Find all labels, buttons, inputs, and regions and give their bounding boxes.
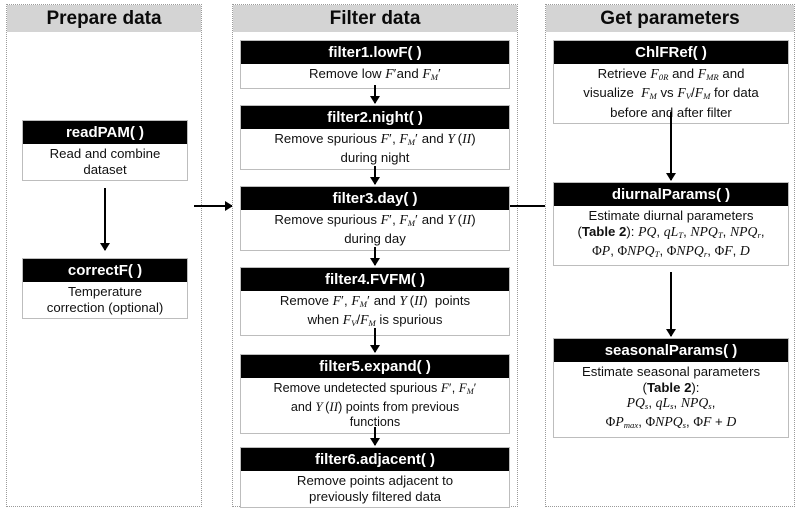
- function-title-filter6: filter6.adjacent( ): [241, 448, 509, 471]
- arrow-readpam-to-correctf: [104, 188, 106, 250]
- column-header-get-parameters: Get parameters: [546, 5, 794, 32]
- arrow-diurnalparams-to-seasonalparams: [670, 272, 672, 336]
- function-box-correctf[interactable]: correctF( ) Temperature correction (opti…: [22, 258, 188, 319]
- function-box-filter6[interactable]: filter6.adjacent( ) Remove points adjace…: [240, 447, 510, 508]
- function-title-diurnalparams: diurnalParams( ): [554, 183, 788, 206]
- arrow-filter3-to-filter4: [374, 247, 376, 265]
- arrow-chlfref-to-diurnalparams: [670, 112, 672, 180]
- arrow-filter1-to-filter2: [374, 85, 376, 103]
- function-box-filter4[interactable]: filter4.FVFM( ) Remove F′, FM′ and Y (II…: [240, 267, 510, 336]
- function-box-diurnalparams[interactable]: diurnalParams( ) Estimate diurnal parame…: [553, 182, 789, 267]
- column-header-filter-data: Filter data: [233, 5, 517, 32]
- function-box-filter3[interactable]: filter3.day( ) Remove spurious F′, FM′ a…: [240, 186, 510, 251]
- function-box-filter1[interactable]: filter1.lowF( ) Remove low F′and FM′: [240, 40, 510, 90]
- function-box-seasonalparams[interactable]: seasonalParams( ) Estimate seasonal para…: [553, 338, 789, 438]
- function-box-filter2[interactable]: filter2.night( ) Remove spurious F′, FM′…: [240, 105, 510, 170]
- function-body-filter3: Remove spurious F′, FM′ and Y (II)during…: [241, 210, 509, 250]
- column-prepare-data: Prepare data: [6, 4, 202, 507]
- function-body-correctf: Temperature correction (optional): [23, 282, 187, 318]
- arrow-filter4-to-filter5: [374, 328, 376, 352]
- function-title-filter2: filter2.night( ): [241, 106, 509, 129]
- function-body-seasonalparams: Estimate seasonal parameters(Table 2):PQ…: [554, 362, 788, 437]
- function-title-readpam: readPAM( ): [23, 121, 187, 144]
- function-title-chlfref: ChlFRef( ): [554, 41, 788, 64]
- function-body-filter5: Remove undetected spurious F′, FM′and Y …: [241, 378, 509, 433]
- function-title-filter3: filter3.day( ): [241, 187, 509, 210]
- function-box-filter5[interactable]: filter5.expand( ) Remove undetected spur…: [240, 354, 510, 434]
- function-body-diurnalparams: Estimate diurnal parameters(Table 2): PQ…: [554, 206, 788, 266]
- arrow-filter5-to-filter6: [374, 427, 376, 445]
- function-body-filter2: Remove spurious F′, FM′ and Y (II)during…: [241, 129, 509, 169]
- function-title-filter1: filter1.lowF( ): [241, 41, 509, 64]
- arrow-filter2-to-filter3: [374, 166, 376, 184]
- function-box-readpam[interactable]: readPAM( ) Read and combine dataset: [22, 120, 188, 181]
- function-title-correctf: correctF( ): [23, 259, 187, 282]
- function-title-filter5: filter5.expand( ): [241, 355, 509, 378]
- function-title-filter4: filter4.FVFM( ): [241, 268, 509, 291]
- column-header-prepare-data: Prepare data: [7, 5, 201, 32]
- arrow-prepare-to-filter: [194, 205, 232, 207]
- arrow-filter-to-params: [510, 205, 552, 207]
- function-title-seasonalparams: seasonalParams( ): [554, 339, 788, 362]
- function-body-readpam: Read and combine dataset: [23, 144, 187, 180]
- function-body-filter1: Remove low F′and FM′: [241, 64, 509, 89]
